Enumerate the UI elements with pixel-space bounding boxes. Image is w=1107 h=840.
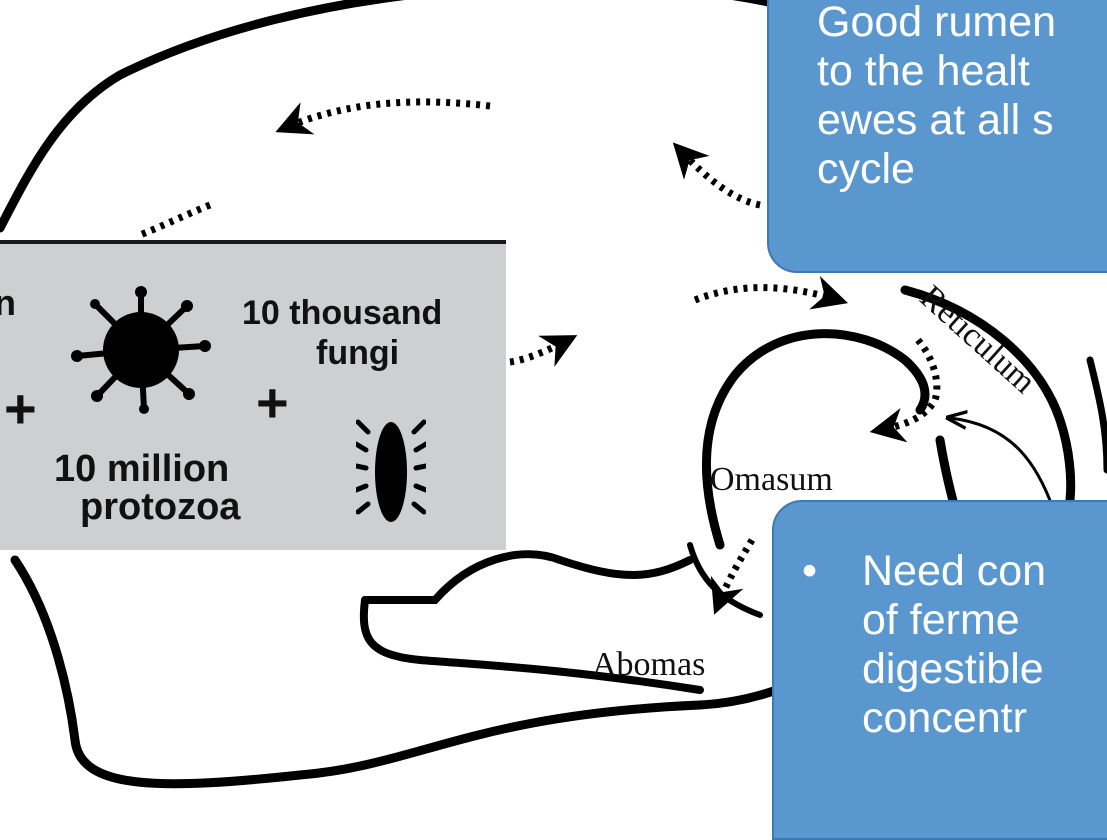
callout-top-line-4: cycle (817, 145, 1107, 194)
flow-arrow-from-panel (510, 340, 568, 362)
callout-top-line-2: to the healt (817, 47, 1107, 96)
protozoa-icon (356, 412, 426, 532)
flow-arrow-middle (695, 288, 838, 300)
plus-sign-middle: + (256, 384, 289, 422)
callout-top-line-3: ewes at all s (817, 96, 1107, 145)
callout-bottom-first-line: •Need con (802, 547, 1107, 596)
callout-bottom-line-1: Need con (862, 547, 1046, 595)
callout-top: Good rumen to the healt ewes at all s cy… (767, 0, 1107, 273)
plus-sign-left: + (4, 390, 37, 428)
flow-arrow-upper-left (140, 205, 210, 235)
bacteria-icon (69, 284, 214, 414)
omasum-inner (690, 545, 760, 615)
callout-bottom-line-4: concentr (802, 694, 1107, 743)
label-omasum: Omasum (710, 461, 833, 498)
bullet-icon: • (802, 547, 862, 596)
fungi-count-label: 10 thousand (242, 294, 442, 332)
flow-arrow-upper (285, 102, 490, 128)
label-reticulum: Reticulum (913, 278, 1043, 400)
abomasum-outline (365, 554, 690, 600)
reticulum-wall (905, 290, 1071, 500)
flow-arrow-top-right (680, 150, 760, 205)
protozoa-count-label: 10 million (54, 450, 229, 488)
rumen-outer-wall (0, 0, 830, 228)
protozoa-name-label: protozoa (80, 488, 240, 526)
partial-bacteria-label: n (0, 284, 16, 322)
microbe-population-panel: n + + 10 thousand fungi 10 million proto… (0, 240, 506, 550)
label-abomasum: Abomas (592, 646, 705, 683)
right-edge-wall (1090, 360, 1107, 470)
callout-bottom: •Need con of ferme digestible concentr (772, 500, 1107, 840)
callout-bottom-line-3: digestible (802, 645, 1107, 694)
callout-top-line-1: Good rumen (817, 0, 1107, 47)
callout-bottom-line-2: of ferme (802, 596, 1107, 645)
flow-arrow-to-abomasum (718, 540, 752, 605)
fungi-name-label: fungi (316, 334, 399, 372)
